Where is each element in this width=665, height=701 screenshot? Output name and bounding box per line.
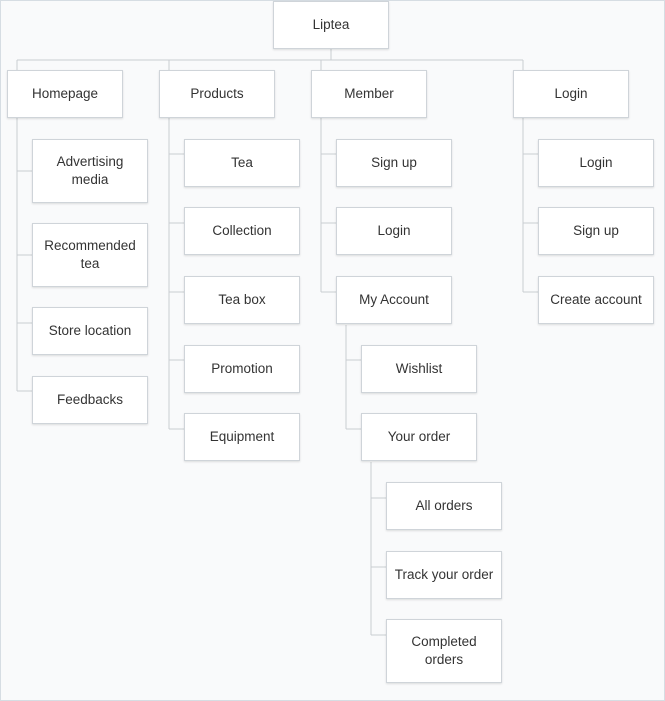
node-my-account: My Account bbox=[336, 276, 452, 324]
node-label: Recommended tea bbox=[44, 238, 136, 271]
node-label: Promotion bbox=[211, 361, 273, 376]
node-store-location: Store location bbox=[32, 307, 148, 355]
node-tea-box: Tea box bbox=[184, 276, 300, 324]
node-recommended-tea: Recommended tea bbox=[32, 223, 148, 287]
node-collection: Collection bbox=[184, 207, 300, 255]
node-tea: Tea bbox=[184, 139, 300, 187]
node-label: Completed orders bbox=[411, 634, 477, 667]
node-label: Homepage bbox=[31, 86, 99, 101]
node-label: Tea box bbox=[218, 292, 266, 307]
node-equipment: Equipment bbox=[184, 413, 300, 461]
node-label: Liptea bbox=[312, 17, 350, 32]
node-your-order: Your order bbox=[361, 413, 477, 461]
node-label: My Account bbox=[359, 292, 429, 307]
node-label: Track your order bbox=[394, 567, 494, 582]
node-label: Your order bbox=[387, 429, 451, 444]
node-label: Login bbox=[554, 86, 588, 101]
node-promotion: Promotion bbox=[184, 345, 300, 393]
node-member-login: Login bbox=[336, 207, 452, 255]
node-label: Login bbox=[377, 223, 411, 238]
node-login-sign-up: Sign up bbox=[538, 207, 654, 255]
node-label: Feedbacks bbox=[56, 392, 124, 407]
node-label: Equipment bbox=[209, 429, 275, 444]
node-liptea: Liptea bbox=[273, 1, 389, 49]
node-label: Create account bbox=[550, 292, 642, 307]
node-all-orders: All orders bbox=[386, 482, 502, 530]
node-label: Sign up bbox=[371, 155, 417, 170]
node-feedbacks: Feedbacks bbox=[32, 376, 148, 424]
node-label: All orders bbox=[415, 498, 473, 513]
node-label: Collection bbox=[212, 223, 272, 238]
node-label: Store location bbox=[48, 323, 132, 338]
node-login: Login bbox=[513, 70, 629, 118]
node-track-your-order: Track your order bbox=[386, 551, 502, 599]
node-member-sign-up: Sign up bbox=[336, 139, 452, 187]
node-label: Login bbox=[579, 155, 613, 170]
node-advertising-media: Advertising media bbox=[32, 139, 148, 203]
node-label: Sign up bbox=[573, 223, 619, 238]
node-member: Member bbox=[311, 70, 427, 118]
node-label: Products bbox=[190, 86, 244, 101]
node-create-account: Create account bbox=[538, 276, 654, 324]
node-products: Products bbox=[159, 70, 275, 118]
node-login-login: Login bbox=[538, 139, 654, 187]
node-label: Wishlist bbox=[395, 361, 443, 376]
node-homepage: Homepage bbox=[7, 70, 123, 118]
node-completed-orders: Completed orders bbox=[386, 619, 502, 683]
node-wishlist: Wishlist bbox=[361, 345, 477, 393]
node-label: Tea bbox=[231, 155, 253, 170]
node-label: Member bbox=[344, 86, 394, 101]
node-label: Advertising media bbox=[56, 154, 124, 187]
